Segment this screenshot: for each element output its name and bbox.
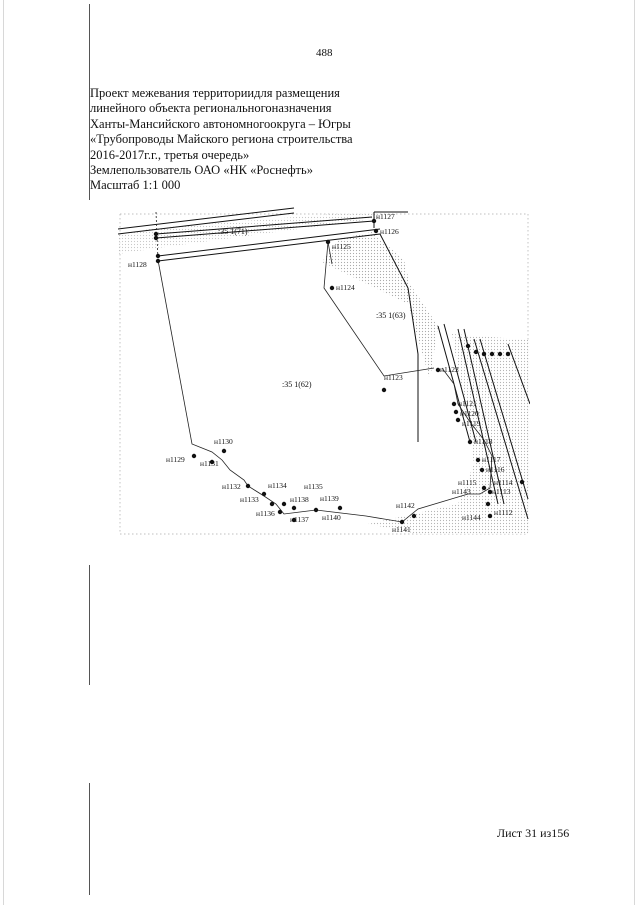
parcel-label-71: :35 1(71) [218, 227, 248, 236]
point-label-1120: н1120 [460, 409, 479, 418]
title-line-7: Масштаб 1:1 000 [90, 178, 181, 193]
point-label-1127: н1127 [376, 212, 395, 221]
title-line-4: «Трубопроводы Майского региона строитель… [90, 132, 353, 147]
point-label-1125: н1125 [332, 242, 351, 251]
point-label-1131: н1131 [200, 459, 219, 468]
point-label-1143: н1143 [452, 487, 471, 496]
point-label-1126: н1126 [380, 227, 399, 236]
boundary-points [153, 218, 525, 525]
point-label-1128: н1128 [128, 260, 147, 269]
title-line-3: Ханты-Мансийского автономногоокруга – Юг… [90, 116, 351, 131]
point-label-1129: н1129 [166, 455, 185, 464]
point-label-1117: н1117 [482, 455, 501, 464]
point-label-1112: н1112 [494, 508, 513, 517]
point-label-1139: н1139 [320, 494, 339, 503]
point-label-1115: н1115 [458, 478, 477, 487]
title-line-6: Землепользователь ОАО «НК «Роснефть» [90, 163, 313, 178]
shaded-zones [118, 212, 530, 534]
binding-margin-line-top [89, 4, 90, 200]
parcel-label-62: :35 1(62) [282, 380, 312, 389]
point-label-1144: н1144 [462, 513, 481, 522]
point-label-1119: н1119 [462, 419, 481, 428]
point-label-1141: н1141 [392, 525, 411, 534]
point-label-1136: н1136 [256, 509, 275, 518]
binding-margin-line-middle [89, 565, 90, 685]
point-label-1138: н1138 [290, 495, 309, 504]
point-label-1124: н1124 [336, 283, 355, 292]
point-labels: н1127 н1126 н1125 н1128 н1124 н1123 н112… [128, 212, 513, 534]
point-label-1114: н1114 [494, 478, 513, 487]
point-label-1123: н1123 [384, 373, 403, 382]
point-label-1135: н1135 [304, 482, 323, 491]
parcel-labels: :35 1(71) :35 1(63) :35 1(62) [218, 227, 406, 389]
point-label-1130: н1130 [214, 437, 233, 446]
page-number: 488 [316, 47, 333, 59]
pipeline-corridor [118, 207, 530, 520]
point-label-1142: н1142 [396, 501, 415, 510]
point-label-1137: н1137 [290, 515, 309, 524]
point-label-1118: н1118 [474, 437, 493, 446]
binding-margin-line-bottom [89, 783, 90, 895]
sheet-number: Лист 31 из156 [497, 826, 570, 840]
parcel-boundaries [155, 211, 493, 523]
point-label-1132: н1132 [222, 482, 241, 491]
point-label-1122: н1122 [440, 365, 459, 374]
document-title: Проект межевания территориидля размещени… [90, 86, 390, 194]
title-line-1: Проект межевания территориидля размещени… [90, 86, 340, 100]
title-line-2: линейного объекта региональногоназначени… [90, 101, 332, 116]
point-label-1121: н1121 [458, 399, 477, 408]
point-label-1140: н1140 [322, 513, 341, 522]
point-label-1133: н1133 [240, 495, 259, 504]
parcel-label-63: :35 1(63) [376, 311, 406, 320]
scan-edge-right [634, 0, 635, 905]
survey-map: :35 1(71) :35 1(63) :35 1(62) н1127 н112… [118, 207, 530, 535]
point-label-1134: н1134 [268, 481, 287, 490]
title-line-5: 2016-2017г.г., третья очередь» [90, 147, 250, 162]
scan-edge-left [3, 0, 4, 905]
point-label-1116: н1116 [486, 465, 505, 474]
point-label-1113: н1113 [492, 487, 511, 496]
